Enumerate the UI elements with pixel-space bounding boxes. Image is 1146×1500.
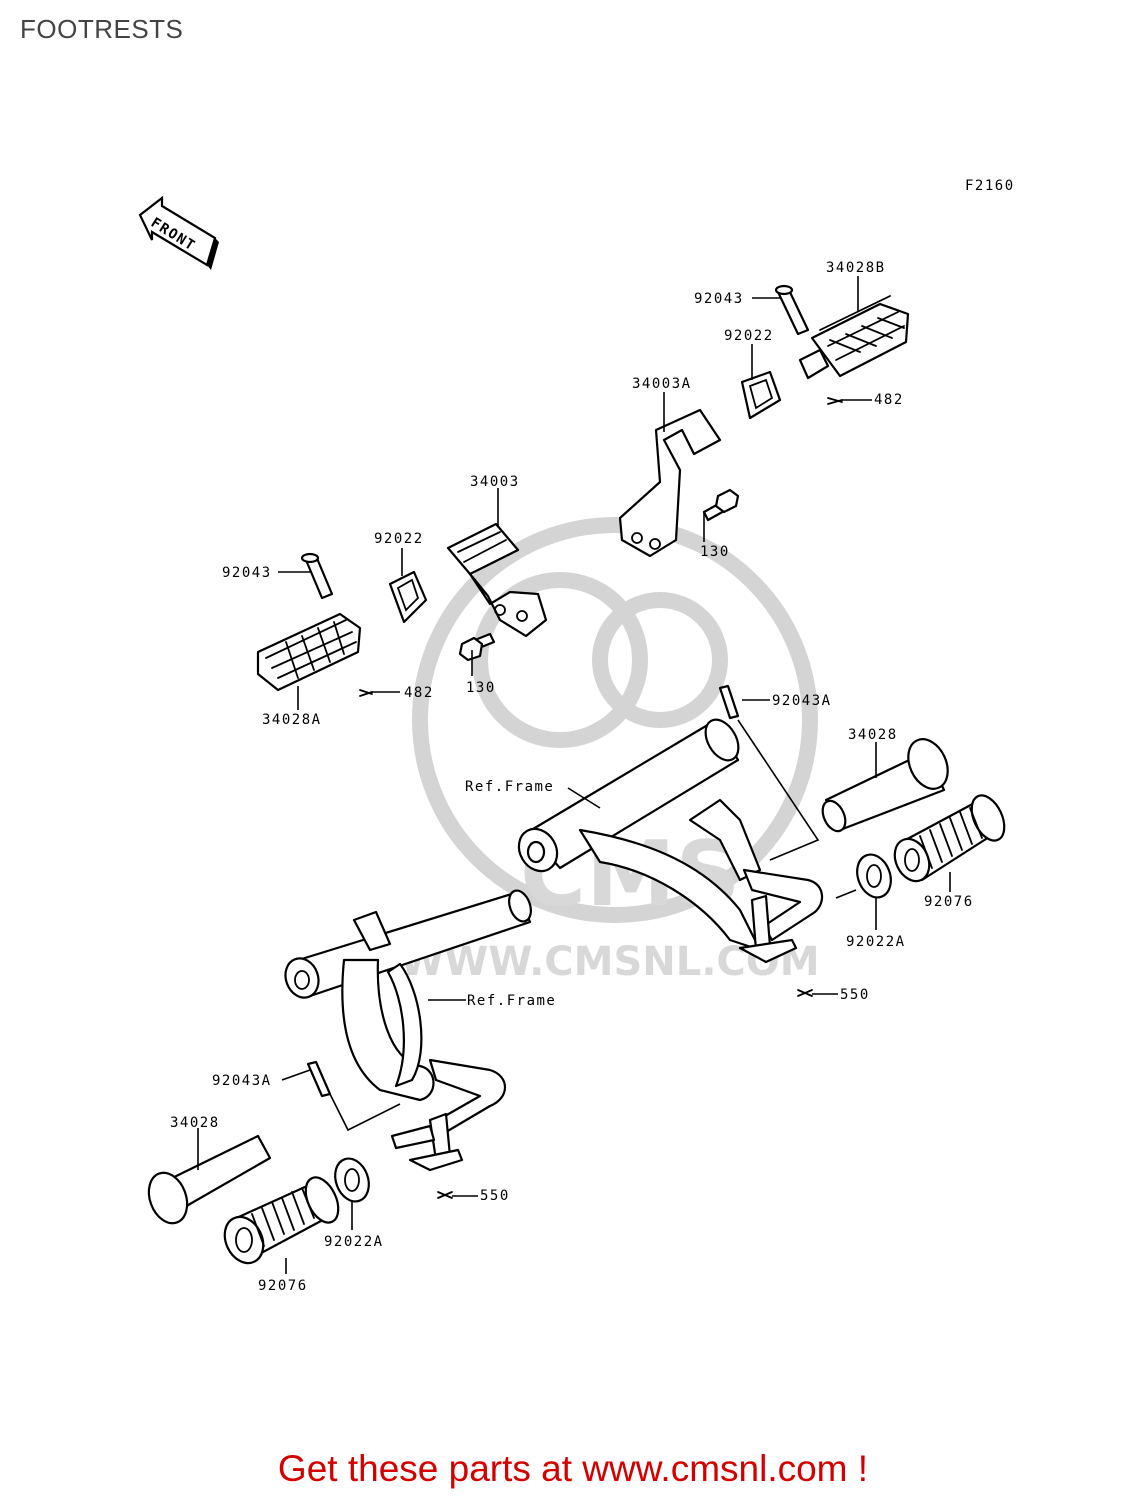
bracket-34003 xyxy=(446,522,548,638)
label-34028B: 34028B xyxy=(826,260,886,276)
rubber-92076-right xyxy=(893,794,1006,883)
label-92022A-right: 92022A xyxy=(846,934,906,950)
footpeg-34028A xyxy=(256,612,362,692)
washer-92022A-right xyxy=(856,853,892,899)
label-130-top-right: 130 xyxy=(700,544,730,560)
label-92043A-right: 92043A xyxy=(772,693,832,709)
footrest-bracket-left xyxy=(341,958,506,1172)
label-ref-frame-right: Ref.Frame xyxy=(465,779,554,795)
page-title: FOOTRESTS xyxy=(20,14,184,44)
front-arrow-icon: FRONT xyxy=(138,195,219,270)
pin-92043-left xyxy=(300,552,334,600)
label-550-left: 550 xyxy=(480,1188,510,1204)
pin-92043A-left xyxy=(306,1060,332,1098)
label-92076-left: 92076 xyxy=(258,1278,308,1294)
washer-92022-left xyxy=(388,570,428,624)
label-482-top-right: 482 xyxy=(874,392,904,408)
label-482-left: 482 xyxy=(404,685,434,701)
washer-92022-right xyxy=(740,370,782,420)
bolt-130-left xyxy=(458,632,496,662)
label-92043A-left: 92043A xyxy=(212,1073,272,1089)
rubber-92076-left xyxy=(223,1176,340,1265)
label-34003A: 34003A xyxy=(632,376,692,392)
label-92022-top-right: 92022 xyxy=(724,328,774,344)
footpeg-34028B xyxy=(798,295,910,380)
label-34028-left: 34028 xyxy=(170,1115,220,1131)
label-130-left: 130 xyxy=(466,680,496,696)
promo-banner[interactable]: Get these parts at www.cmsnl.com ! xyxy=(0,1448,1146,1490)
pin-92043-right xyxy=(774,284,810,336)
label-550-right: 550 xyxy=(840,987,870,1003)
label-92076-right: 92076 xyxy=(924,894,974,910)
footrest-bracket-right xyxy=(578,798,824,964)
promo-link[interactable]: Get these parts at www.cmsnl.com ! xyxy=(277,1448,869,1489)
label-ref-frame-left: Ref.Frame xyxy=(467,993,556,1009)
label-34003: 34003 xyxy=(470,474,520,490)
label-92022A-left: 92022A xyxy=(324,1234,384,1250)
footpeg-shaft-34028-left xyxy=(147,1134,272,1225)
label-34028-right: 34028 xyxy=(848,727,898,743)
bolt-130-right xyxy=(702,488,740,522)
washer-92022A-left xyxy=(334,1157,370,1203)
cotter-550-right xyxy=(797,989,813,997)
bracket-34003A xyxy=(618,408,722,558)
cotter-482-left xyxy=(359,689,373,697)
cotter-550-left xyxy=(437,1191,453,1199)
cotter-482-right xyxy=(827,397,843,405)
figure-code: F2160 xyxy=(965,178,1015,194)
label-92043-top-right: 92043 xyxy=(694,291,744,307)
parts-diagram: CMS WWW.CMSNL.COM F2160 FRONT 34028B 920… xyxy=(138,178,1015,1294)
label-92022-left: 92022 xyxy=(374,531,424,547)
footpeg-shaft-34028-right xyxy=(821,738,949,833)
pin-92043A-right xyxy=(718,684,740,720)
label-92043-left: 92043 xyxy=(222,565,272,581)
label-34028A: 34028A xyxy=(262,712,322,728)
